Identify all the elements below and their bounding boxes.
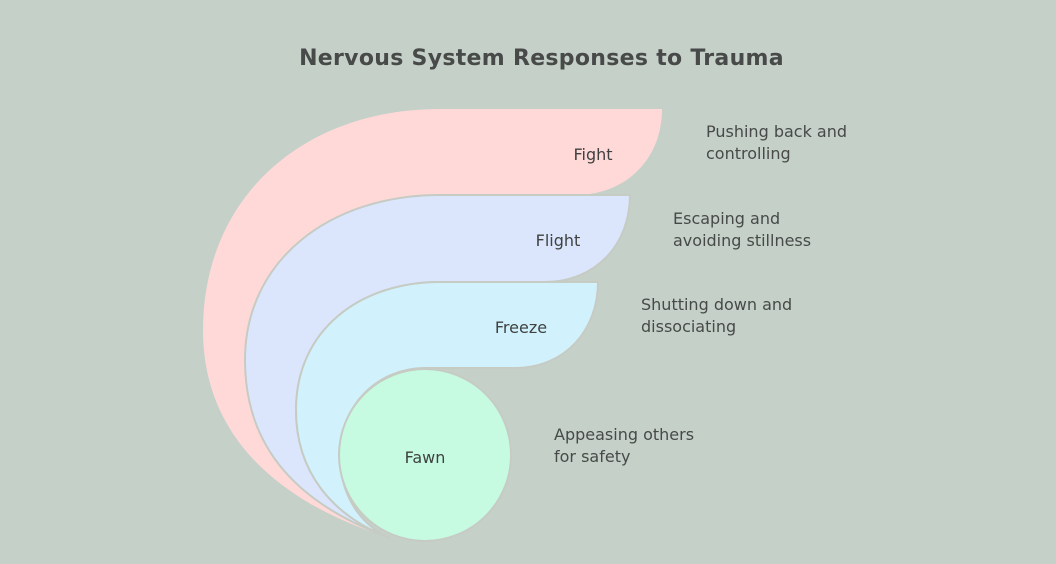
fawn-label: Fawn — [405, 448, 446, 467]
fawn-description: Appeasing others for safety — [554, 424, 694, 468]
fawn-description-line: for safety — [554, 447, 631, 466]
fight-description-line: controlling — [706, 144, 791, 163]
fight-shape — [203, 109, 662, 538]
flight-description-line: avoiding stillness — [673, 231, 812, 250]
flight-label: Flight — [536, 231, 581, 250]
fight-label: Fight — [573, 145, 612, 164]
freeze-description-line: Shutting down and — [641, 295, 793, 314]
freeze-description-line: dissociating — [641, 317, 737, 336]
fight-description: Pushing back and controlling — [706, 121, 847, 165]
fawn-description-line: Appeasing others — [554, 425, 695, 444]
freeze-description: Shutting down and dissociating — [641, 294, 792, 338]
diagram-title: Nervous System Responses to Trauma — [299, 46, 784, 71]
flight-description-line: Escaping and — [673, 209, 781, 228]
fight-description-line: Pushing back and — [706, 122, 848, 141]
fawn-shape — [338, 368, 512, 542]
freeze-label: Freeze — [495, 318, 547, 337]
flight-description: Escaping and avoiding stillness — [673, 208, 811, 252]
